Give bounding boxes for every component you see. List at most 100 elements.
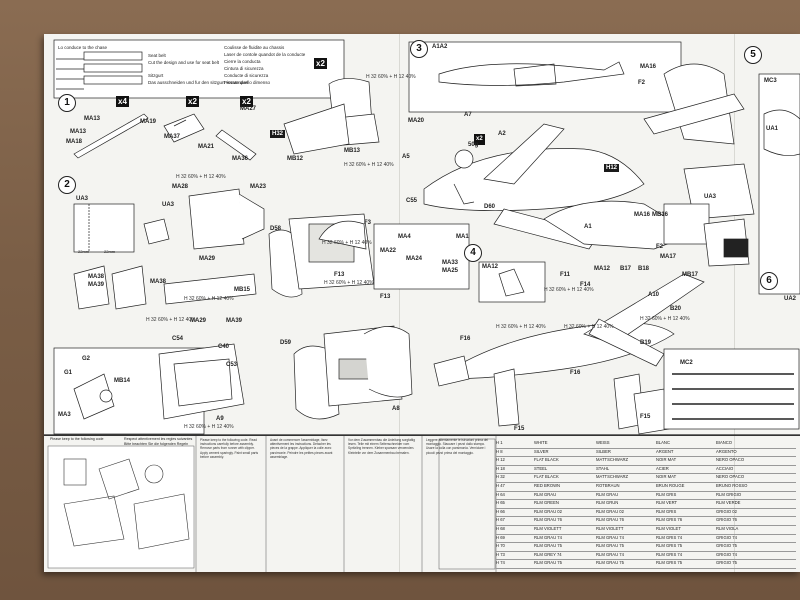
part-label: MA12 <box>482 264 499 270</box>
part-label: MB14 <box>114 378 131 384</box>
part-label: MA39 <box>226 318 243 324</box>
color-table-cell: GRIGIO 74 <box>716 534 737 540</box>
part-label: C54 <box>172 336 184 342</box>
part-label: UA2 <box>784 296 797 302</box>
part-label: MA3 <box>58 412 71 418</box>
color-table-cell: H 66 <box>496 508 505 514</box>
color-table-cell: RLM GRIGIO <box>716 491 742 497</box>
fold-line <box>734 34 735 572</box>
dimension-label: 22mm <box>104 249 116 254</box>
part-label: D59 <box>280 340 292 346</box>
color-table-cell: RLM GREY 74 <box>534 551 562 557</box>
part-label: F2 <box>656 244 664 250</box>
part-label: UA1 <box>766 126 779 132</box>
paint-ref: H 32 60% + H 12 40% <box>544 287 594 293</box>
fold-line <box>399 34 400 572</box>
part-label: MA38 <box>150 279 167 285</box>
bottom-info-band <box>44 435 800 573</box>
part-label: A5 <box>402 154 410 160</box>
header-line: Coulisse de fluidite au chassis <box>224 45 285 50</box>
header-line: Conducte di sicurezza <box>224 73 269 78</box>
paint-ref: H 32 60% + H 12 40% <box>564 324 614 330</box>
part-label: MA12 <box>594 266 611 272</box>
color-table-row: H 70 RLM GRAU 75 RLM GRAU 75 RLM GRIS 75 GRI… <box>496 542 796 552</box>
instruction-text: Please keep to the following code. Read … <box>200 438 259 459</box>
part-label: D58 <box>270 226 282 232</box>
paint-ref: H 32 60% + H 12 40% <box>146 317 196 323</box>
part-label: F15 <box>640 414 651 420</box>
color-table-cell: RLM GRAU 75 <box>534 543 562 549</box>
color-table-cell: NOIR MAT <box>656 474 677 480</box>
color-table-cell: RLM GRAU 75 <box>534 560 562 566</box>
part-label: MA20 <box>408 118 425 124</box>
header-eng: Cut the design and use for seat belt <box>148 60 220 65</box>
color-table-cell: BRUNO ROSSO <box>716 483 748 488</box>
header-line: Fissato quello dimenso <box>224 80 271 85</box>
part-label: MA38 <box>88 274 105 280</box>
part-label: MB16 <box>652 212 669 218</box>
color-table-cell: RLM GRAU <box>596 491 619 497</box>
color-table-cell: GRIGIO 75 <box>716 560 737 566</box>
part-label: MA13 <box>70 129 87 135</box>
color-table-cell: RLM GRIS 75 <box>656 543 683 549</box>
color-table-cell: RLM GRAU 76 <box>596 517 624 523</box>
part-label: MB15 <box>234 287 251 293</box>
part-label: MA23 <box>250 184 267 190</box>
step-number: 4 <box>464 244 482 262</box>
color-table-cell: BIANCO <box>716 440 733 445</box>
color-table-cell: RLM GRAU 74 <box>596 534 624 540</box>
color-table-cell: RLM GREEN <box>534 500 559 506</box>
color-table-cell: RLM VIOLA <box>716 526 739 531</box>
part-label: MB13 <box>344 148 361 154</box>
part-label: F2 <box>638 80 646 86</box>
header-eng: Seat belt <box>148 53 166 58</box>
paint-ref: H 32 60% + H 12 40% <box>640 316 690 322</box>
color-table-cell: BLANC <box>656 440 670 445</box>
color-table-cell: BRUN ROUGE <box>656 483 685 488</box>
color-table-cell: RLM GRAU 75 <box>596 543 624 549</box>
part-label: MA17 <box>660 254 677 260</box>
part-label: MA22 <box>380 248 397 254</box>
color-table-cell: RLM GRAU 02 <box>534 508 562 514</box>
part-label: C40 <box>218 344 230 350</box>
color-table-cell: RLM GRAU 75 <box>596 560 624 566</box>
part-label: F14 <box>580 282 591 288</box>
part-label: B17 <box>620 266 632 272</box>
header-line: Cintura di sicurezza <box>224 66 264 71</box>
color-table-cell: MATTSCHWARZ <box>596 474 629 480</box>
color-table-cell: H 32 <box>496 474 505 480</box>
part-label: MA16 <box>640 64 657 70</box>
color-table-cell: STEEL <box>534 465 548 471</box>
part-label: MA18 <box>66 139 83 145</box>
color-table-cell: ACIER <box>656 465 669 471</box>
part-label: MA1 <box>456 234 469 240</box>
color-table-cell: H 70 <box>496 543 505 549</box>
color-table-cell: GRIGIO 75 <box>716 543 737 549</box>
instruction-sheet: Lo conduce to the chase Coulisse de flui… <box>44 34 800 572</box>
color-code-tag: H32 <box>270 130 286 138</box>
part-label: A10 <box>648 292 660 298</box>
part-label: A8 <box>392 406 400 412</box>
part-label: MA27 <box>240 106 257 112</box>
step-number: 6 <box>760 272 778 290</box>
part-label: MA29 <box>190 318 207 324</box>
color-table-cell: ARGENTO <box>716 448 737 454</box>
warning-line: Please keep to the following code <box>50 437 104 441</box>
instruction-text: Avant de commencer l'assemblage, lisez a… <box>270 438 333 459</box>
part-label: F13 <box>334 272 345 278</box>
color-table-cell: RLM GRUN <box>596 500 619 506</box>
color-table-cell: ROTBRAUN <box>596 483 620 488</box>
color-table-cell: H 8 <box>496 448 503 454</box>
color-table-cell: RLM GRIS 75 <box>656 560 683 566</box>
step-number: 5 <box>744 46 762 64</box>
color-table-cell: GRIGIO 76 <box>716 517 737 523</box>
part-label: 50g <box>468 142 479 148</box>
color-table-cell: H 68 <box>496 526 505 531</box>
color-table-cell: FLAT BLACK <box>534 474 559 480</box>
header-ger: Sitzgurt <box>148 73 164 78</box>
color-table-cell: RLM GRAU 02 <box>596 508 624 514</box>
